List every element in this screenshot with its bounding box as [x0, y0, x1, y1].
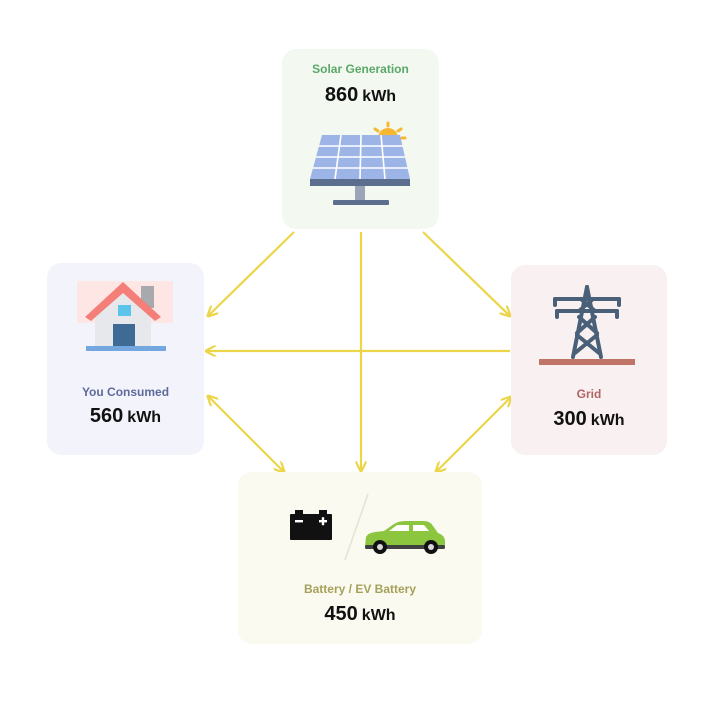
- consumption-value-number: 560: [89, 405, 124, 427]
- solar-value-number: 860: [324, 84, 359, 106]
- divider-slash: [344, 493, 369, 561]
- arrow-solar-to-grid: [422, 231, 510, 316]
- consumption-title: You Consumed: [81, 385, 170, 399]
- consumption-value-unit: kWh: [127, 409, 162, 426]
- solar-title: Solar Generation: [312, 62, 409, 76]
- solar-value-unit: kWh: [362, 88, 397, 105]
- grid-value-number: 300: [553, 408, 587, 430]
- arrow-home-battery: [208, 396, 284, 472]
- arrow-solar-to-home: [208, 231, 295, 316]
- battery-title: Battery / EV Battery: [303, 582, 417, 596]
- power-tower-icon: [539, 285, 635, 365]
- house-icon: [77, 281, 173, 351]
- solar-panel-icon: [310, 121, 410, 205]
- arrow-grid-battery: [436, 397, 511, 472]
- grid-title: Grid: [576, 387, 602, 401]
- battery-icon: [290, 510, 332, 540]
- battery-value-number: 450: [324, 603, 358, 625]
- grid-value-unit: kWh: [590, 412, 625, 429]
- battery-value-unit: kWh: [361, 607, 396, 624]
- electric-car-icon: [365, 521, 445, 554]
